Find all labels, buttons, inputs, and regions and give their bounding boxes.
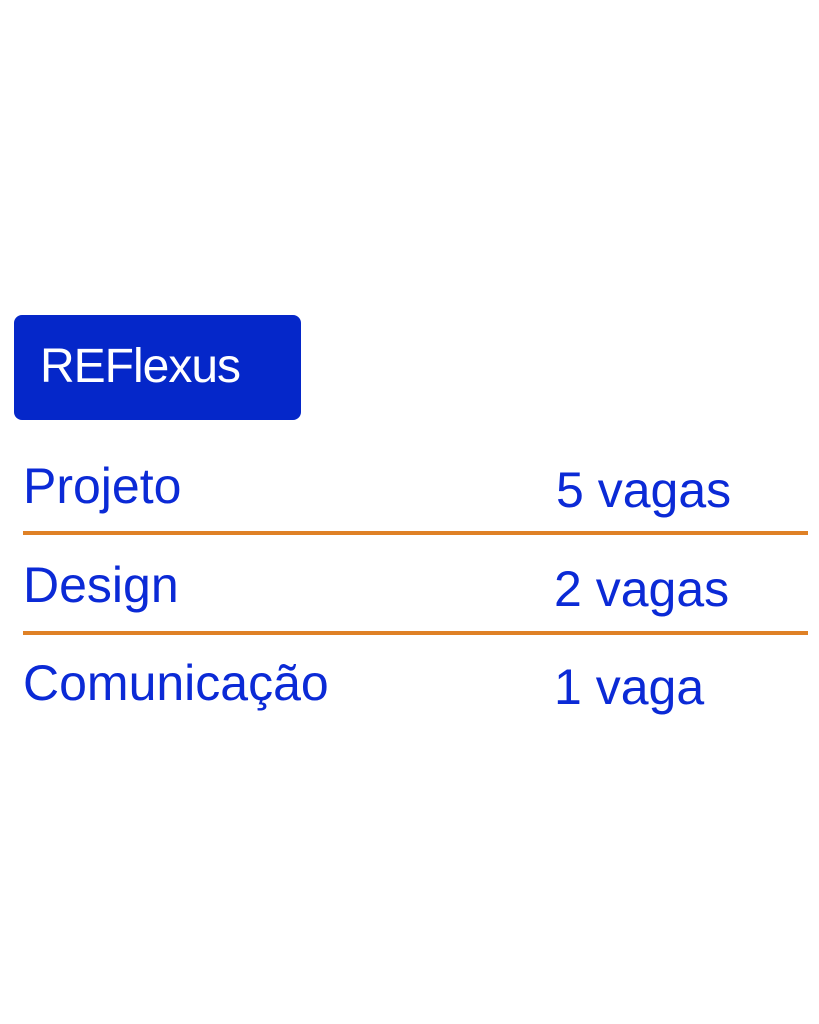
brand-label: REFlexus [40, 340, 241, 393]
row-label-design: Design [23, 557, 179, 613]
row-label-comunicacao: Comunicação [23, 655, 329, 711]
brand-badge: REFlexus [14, 315, 301, 420]
row-label-projeto: Projeto [23, 458, 182, 514]
row-value-projeto: 5 vagas [556, 462, 732, 518]
row-value-comunicacao: 1 vaga [554, 659, 705, 715]
divider [23, 631, 808, 635]
row-value-design: 2 vagas [554, 561, 730, 617]
divider [23, 531, 808, 535]
